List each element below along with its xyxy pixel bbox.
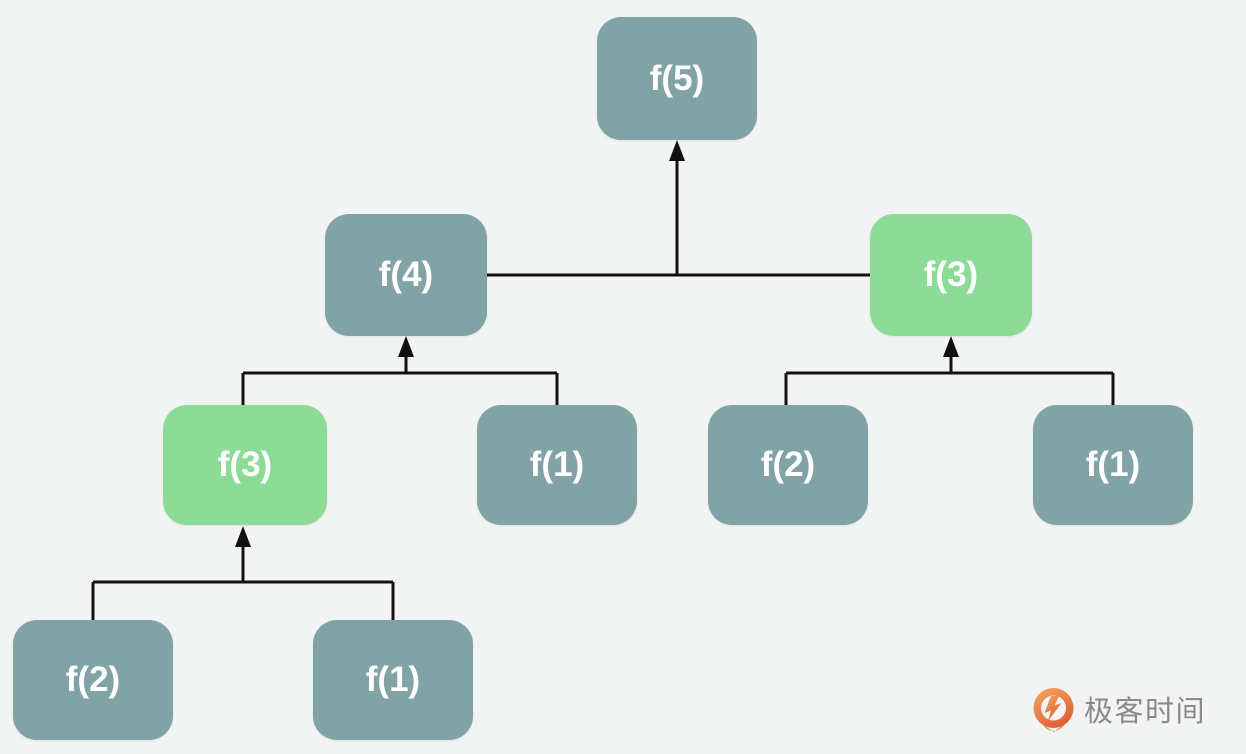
brand-text: 极客时间 [1084,696,1207,728]
arrowhead-into-f5 [669,140,685,161]
node-f1-mid: f(1) [477,405,637,525]
arrowhead-into-f3-left [235,526,251,547]
node-label: f(1) [529,445,585,484]
node-f1-bottom: f(1) [313,620,473,740]
node-label: f(2) [760,445,816,484]
node-label: f(1) [1085,445,1141,484]
node-label: f(5) [649,58,705,98]
arrowhead-into-f3-right [943,336,959,357]
brand-watermark: 极客时间 [1030,687,1206,738]
node-f3-left: f(3) [163,405,327,525]
node-f2-right: f(2) [708,405,868,525]
node-label: f(4) [378,255,434,294]
node-f1-right: f(1) [1033,405,1193,525]
geektime-logo-icon [1033,688,1074,732]
node-label: f(1) [365,660,421,699]
node-f2-bottom: f(2) [13,620,173,740]
node-f5: f(5) [597,17,757,140]
node-label: f(3) [217,445,273,484]
node-f3-right: f(3) [870,214,1032,336]
node-f4: f(4) [325,214,487,336]
node-label: f(2) [65,660,121,699]
node-label: f(3) [923,255,979,294]
arrowhead-into-f4 [398,336,414,357]
